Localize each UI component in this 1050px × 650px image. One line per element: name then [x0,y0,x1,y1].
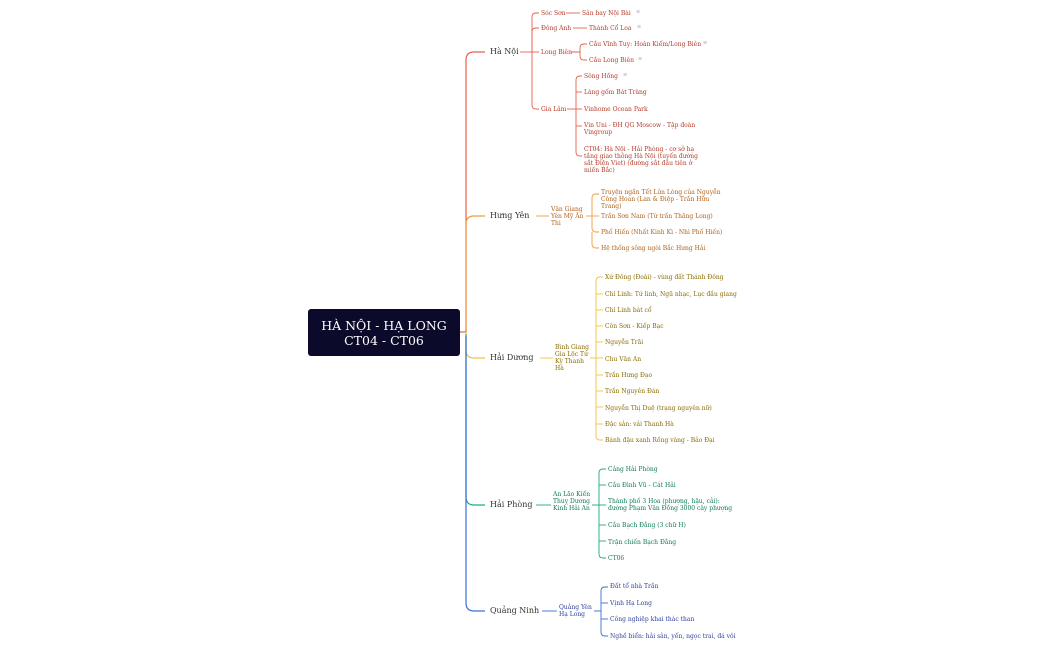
leaf-tran-son-nam[interactable]: Trần Sơn Nam (Tứ trấn Thăng Long) [601,213,713,220]
note-icon[interactable]: ≡ [637,24,642,30]
leaf-cau-vinh-tuy[interactable]: Cầu Vĩnh Tuy: Hoàn Kiếm/Long Biên [589,41,702,48]
leaf-tran-hung-dao[interactable]: Trần Hưng Đạo [605,372,653,379]
leaf-xu-dong[interactable]: Xứ Đông (Đoài) - vùng đất Thánh Đông [605,274,724,281]
leaf-pho-hien[interactable]: Phố Hiến (Nhất Kinh Kì - Nhì Phố Hiến) [601,229,723,236]
branch-hai-phong[interactable]: Hải Phòng [490,500,533,509]
sub-long-bien[interactable]: Long Biên [541,49,572,56]
leaf-nguyen-thi-due[interactable]: Nguyễn Thị Duệ (trạng nguyên nữ) [605,405,712,412]
root-title-line1: HÀ NỘI - HẠ LONG [321,317,447,333]
note-icon[interactable]: ≡ [623,72,628,78]
leaf-vin-uni[interactable]: Vin Uni - ĐH QG Moscow - Tập đoàn Vingro… [584,122,696,136]
branch-hai-duong[interactable]: Hải Dương [490,353,534,362]
leaf-vinh-ha-long[interactable]: Vịnh Hạ Long [610,600,652,607]
sub-an-lao[interactable]: An Lão Kiến Thuỵ Dương Kinh Hải An [553,491,591,512]
sub-binh-giang[interactable]: Bình Giang Gia Lộc Tứ Kỳ Thanh Hà [555,344,589,372]
leaf-vai-thanh-ha[interactable]: Đặc sản: vải Thanh Hà [605,421,674,428]
leaf-nguyen-trai[interactable]: Nguyễn Trãi [605,339,644,346]
sub-gia-lam[interactable]: Gia Lâm [541,106,567,113]
leaf-bat-trang[interactable]: Làng gốm Bát Tràng [584,89,647,96]
leaf-thanh-co-loa[interactable]: Thành Cổ Loa [589,25,632,32]
leaf-ct06[interactable]: CT06 [608,555,625,562]
sub-van-giang[interactable]: Văn Giang Yên Mỹ Ân Thi [551,206,584,227]
leaf-nghe-bien[interactable]: Nghề biển: hải sản, yến, ngọc trai, đá v… [610,633,736,640]
note-icon[interactable]: ≡ [703,40,708,46]
leaf-thanh-pho-3-hoa[interactable]: Thành phố 3 Hoa (phượng, hậu, cải): đườn… [608,498,733,512]
leaf-cang-hai-phong[interactable]: Cảng Hải Phòng [608,466,658,473]
leaf-song-hong[interactable]: Sông Hồng [584,73,618,80]
leaf-cau-dinh-vu[interactable]: Cầu Đình Vũ - Cát Hải [608,482,676,489]
note-icon[interactable]: ≡ [638,56,643,62]
leaf-tran-chien-bach-dang[interactable]: Trận chiến Bạch Đằng [608,539,677,546]
leaf-dat-to-nha-tran[interactable]: Đất tổ nhà Trần [610,583,659,590]
sub-soc-son[interactable]: Sóc Sơn [541,10,566,17]
leaf-tran-nguyen-dan[interactable]: Trần Nguyên Đán [605,388,660,395]
sub-quang-yen[interactable]: Quảng Yên Hạ Long [559,604,592,618]
sub-dong-anh[interactable]: Đông Anh [541,25,572,32]
leaf-chi-linh-bat-co[interactable]: Chí Linh bát cổ [605,307,652,314]
leaf-khai-thac-than[interactable]: Công nghiệp khai thác than [610,616,695,623]
leaf-tet-lua-long[interactable]: Truyện ngắn Tết Lửa Lòng của Nguyễn Công… [601,189,721,210]
leaf-bac-hung-hai[interactable]: Hệ thống sông ngòi Bắc Hưng Hải [601,245,706,252]
leaf-cau-bach-dang[interactable]: Cầu Bạch Đằng (3 chữ H) [608,522,686,529]
leaf-ct04[interactable]: CT04: Hà Nội - Hải Phòng - cơ sở hạ tầng… [584,146,698,174]
leaf-vinhome[interactable]: Vinhome Ocean Park [584,106,648,113]
note-icon[interactable]: ≡ [636,9,641,15]
leaf-chu-van-an[interactable]: Chu Văn An [605,356,642,363]
branch-quang-ninh[interactable]: Quảng Ninh [490,606,540,615]
branch-hung-yen[interactable]: Hưng Yên [490,211,530,220]
branch-ha-noi[interactable]: Hà Nội [490,47,519,56]
root-node[interactable]: HÀ NỘI - HẠ LONG CT04 - CT06 [308,309,460,356]
root-title-line2: CT04 - CT06 [344,332,424,348]
leaf-chi-linh-tu-linh[interactable]: Chí Linh: Tứ linh, Ngũ nhạc, Lục đầu gia… [605,291,737,298]
leaf-con-son[interactable]: Côn Sơn - Kiếp Bạc [605,323,664,330]
leaf-san-bay-noi-bai[interactable]: Sân bay Nội Bài [582,10,631,17]
leaf-banh-dau-xanh[interactable]: Bánh đậu xanh Rồng vàng - Bảo Đại [605,437,715,444]
leaf-cau-long-bien[interactable]: Cầu Long Biên [589,57,634,64]
